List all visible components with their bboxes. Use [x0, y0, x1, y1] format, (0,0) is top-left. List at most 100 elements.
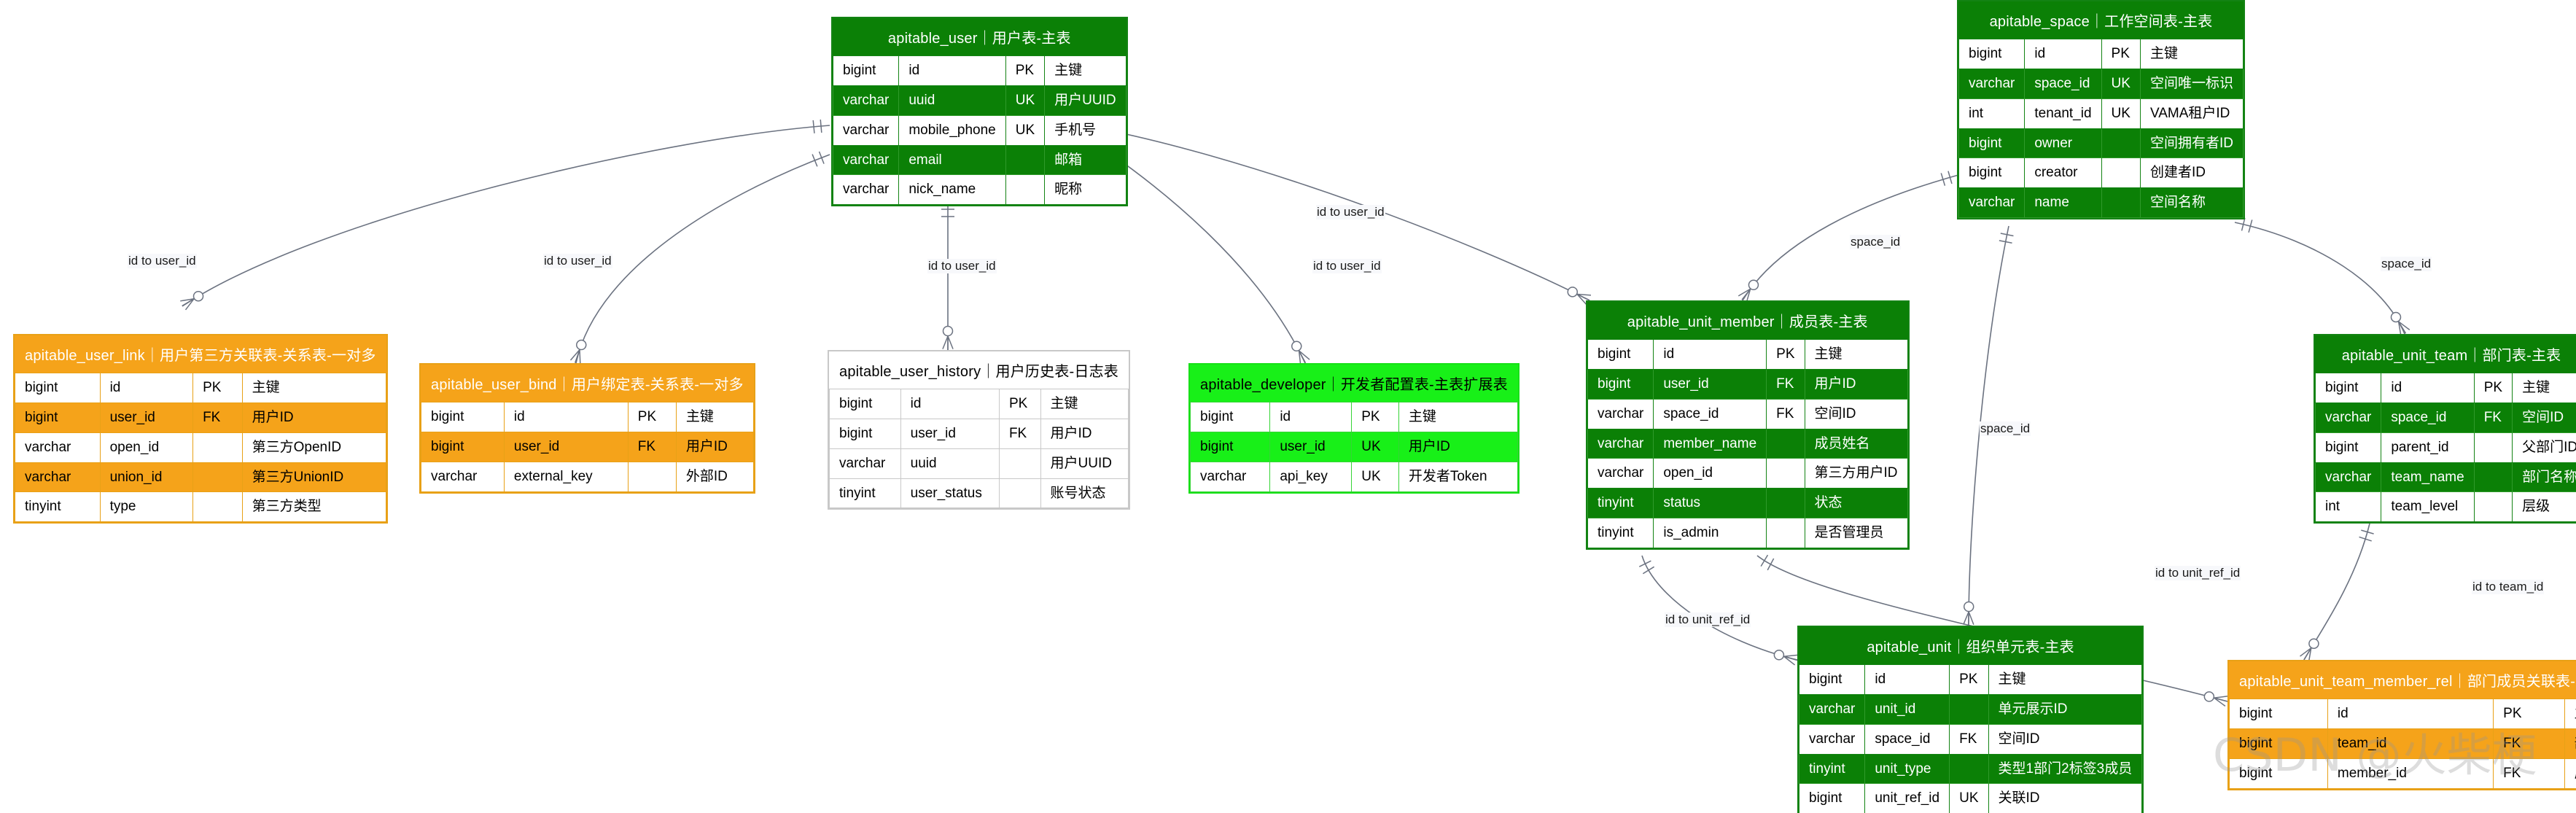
- edge-zero-marker: [2390, 311, 2402, 323]
- column-type: bigint: [421, 431, 505, 462]
- column-key: PK: [1766, 339, 1805, 370]
- column-type: varchar: [1958, 68, 2026, 99]
- column-comment: 主键: [241, 373, 386, 403]
- edge-crowfoot: [1576, 293, 1592, 296]
- entity-title: apitable_unit_member｜成员表-主表: [1587, 302, 1908, 339]
- column-comment: 空间拥有者ID: [2139, 128, 2244, 159]
- edge-tick: [1760, 554, 1769, 567]
- column-type: varchar: [2314, 462, 2382, 493]
- edge-label-lbl-space-team: space_id: [2381, 257, 2432, 271]
- column-comment: 类型1部门2标签3成员: [1988, 753, 2143, 785]
- edge-tick: [1642, 566, 1655, 575]
- column-name: id: [1269, 402, 1353, 432]
- column-key: [1949, 693, 1989, 725]
- column-comment: 空间名称: [2139, 187, 2244, 219]
- edge-crowfoot: [1963, 611, 1969, 625]
- column-comment: 主键: [1040, 389, 1129, 419]
- edge-tick: [1767, 558, 1775, 571]
- column-type: bigint: [15, 402, 101, 433]
- edge-tick: [2359, 536, 2372, 542]
- column-key: PK: [1005, 55, 1046, 86]
- edge-crowfoot: [1738, 288, 1751, 297]
- column-name: name: [2024, 187, 2102, 219]
- edge-crowfoot: [2303, 647, 2312, 661]
- edge-zero-marker: [1963, 601, 1974, 612]
- column-name: team_level: [2381, 491, 2475, 523]
- column-type: varchar: [1958, 187, 2026, 219]
- column-key: PK: [1949, 664, 1989, 695]
- column-name: unit_type: [1864, 753, 1950, 785]
- column-comment: 部门ID: [2564, 728, 2576, 759]
- column-name: is_admin: [1653, 518, 1767, 548]
- column-type: varchar: [15, 462, 101, 493]
- column-comment: 第三方OpenID: [241, 432, 386, 463]
- column-type: bigint: [1958, 128, 2026, 159]
- column-comment: 主键: [1804, 339, 1908, 370]
- column-type: bigint: [1189, 402, 1271, 432]
- column-name: external_key: [503, 461, 629, 492]
- column-key: PK: [192, 373, 243, 403]
- column-comment: 主键: [2564, 699, 2576, 729]
- column-key: PK: [2493, 699, 2565, 729]
- column-comment: 部门名称: [2512, 462, 2576, 493]
- edge-e-user-bind: [575, 154, 830, 364]
- column-name: status: [1653, 488, 1767, 519]
- column-comment: 第三方UnionID: [241, 462, 386, 493]
- entity-apitable_unit_team_member_rel[interactable]: apitable_unit_team_member_rel｜部门成员关联表-关系…: [2227, 660, 2576, 790]
- column-type: tinyint: [1587, 488, 1654, 519]
- column-type: tinyint: [1798, 753, 1866, 785]
- column-comment: 成员姓名: [1804, 428, 1908, 459]
- column-type: int: [2314, 491, 2382, 523]
- column-type: bigint: [832, 55, 900, 86]
- column-comment: VAMA租户ID: [2139, 98, 2244, 129]
- column-key: [1766, 518, 1805, 548]
- column-key: FK: [1766, 368, 1805, 400]
- column-type: bigint: [829, 418, 901, 449]
- column-type: bigint: [2229, 728, 2328, 759]
- column-name: user_id: [900, 418, 1000, 449]
- column-comment: 开发者Token: [1398, 461, 1518, 492]
- edge-crowfoot: [1298, 350, 1307, 364]
- edge-crowfoot: [180, 298, 195, 302]
- column-type: bigint: [1587, 339, 1654, 370]
- column-type: tinyint: [15, 491, 101, 523]
- column-comment: 用户ID: [1398, 431, 1518, 462]
- column-key: UK: [1351, 461, 1399, 492]
- edge-zero-marker: [1748, 279, 1759, 291]
- column-type: varchar: [832, 144, 900, 176]
- edge-tick: [2000, 233, 2014, 237]
- edge-zero-marker: [576, 339, 587, 351]
- edge-label-lbl-member-unit: id to unit_ref_id: [1665, 612, 1751, 627]
- column-key: UK: [1005, 114, 1046, 146]
- column-type: varchar: [421, 461, 505, 492]
- column-key: [998, 478, 1041, 509]
- edge-zero-marker: [192, 290, 204, 302]
- edge-label-lbl-space-unit: space_id: [1980, 421, 2031, 436]
- column-comment: 用户UUID: [1044, 85, 1126, 116]
- edge-crowfoot: [1576, 293, 1590, 301]
- edge-zero-marker: [942, 325, 954, 337]
